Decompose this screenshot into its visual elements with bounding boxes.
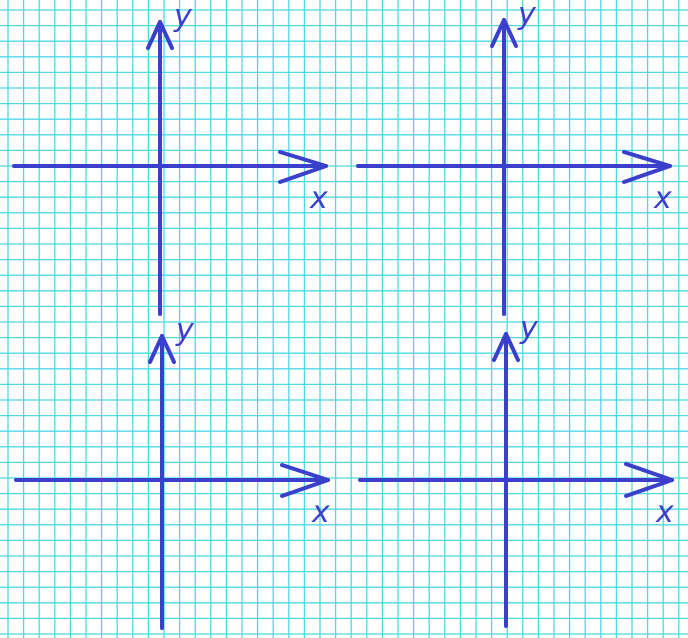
x-axis-label-4: x: [655, 495, 674, 530]
x-axis-arrowhead-3: [280, 463, 330, 498]
y-axis-label-2: y: [517, 0, 537, 32]
y-axis-label-4: y: [519, 311, 539, 346]
y-axis-label-1: y: [173, 0, 193, 34]
coordinate-panel-3: x y: [14, 313, 330, 630]
x-axis-label-2: x: [653, 181, 672, 216]
x-axis-label-1: x: [309, 181, 328, 216]
coordinate-panel-4: x y: [358, 311, 674, 628]
y-axis-arrowhead-4: [492, 332, 520, 362]
x-axis-arrowhead-1: [278, 150, 328, 184]
x-axis-arrowhead-2: [622, 150, 672, 184]
y-axis-arrowhead-1: [146, 20, 174, 50]
y-axis-arrowhead-3: [148, 334, 176, 364]
y-axis-label-3: y: [175, 313, 195, 348]
coordinate-panel-2: x y: [356, 0, 672, 316]
coordinate-panel-1: x y: [12, 0, 328, 316]
x-axis-arrowhead-4: [624, 462, 674, 498]
y-axis-arrowhead-2: [490, 18, 518, 48]
x-axis-label-3: x: [311, 495, 330, 530]
